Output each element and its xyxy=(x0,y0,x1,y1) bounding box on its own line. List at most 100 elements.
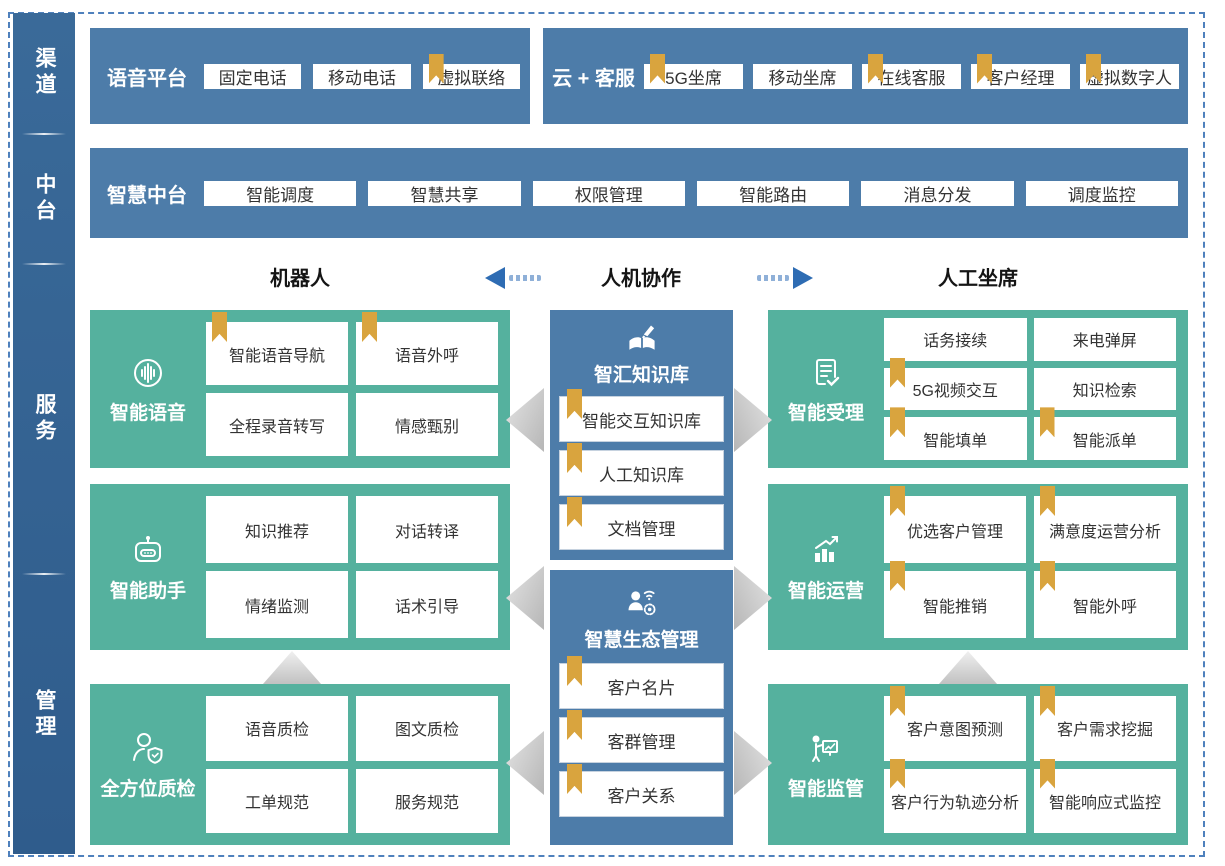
knowledge-base-block: 智汇知识库 智能交互知识库 人工知识库 文档管理 xyxy=(550,310,733,560)
feature-box: 虚拟联络 xyxy=(422,53,520,89)
feature-label: 智能语音导航 xyxy=(228,347,325,365)
block-header: 全方位质检 xyxy=(90,684,206,845)
quality-inspection-block: 全方位质检 语音质检 图文质检 工单规范 服务规范 xyxy=(90,684,510,845)
feature-box: 优选客户管理 xyxy=(884,486,1026,563)
feature-box: 调度监控 xyxy=(1025,180,1178,206)
feature-box: 智能响应式监控 xyxy=(1034,758,1176,833)
feature-box: 全程录音转写 xyxy=(206,393,348,456)
feature-box: 客群管理 xyxy=(559,710,724,763)
feature-box: 知识检索 xyxy=(1033,367,1176,411)
agent-column-title: 人工坐席 xyxy=(938,268,1018,290)
panel-title: 云 + 客服 xyxy=(552,67,635,90)
bookmark-icon xyxy=(1039,407,1055,438)
collaboration-title: 人机协作 xyxy=(601,268,681,290)
block-title: 智能监管 xyxy=(787,778,864,800)
bookmark-icon xyxy=(650,53,665,84)
block-title: 全方位质检 xyxy=(100,778,196,800)
voice-wave-icon xyxy=(134,359,162,387)
sidebar-label: 渠道 xyxy=(33,47,56,99)
block-items: 客户意图预测 客户需求挖掘 客户行为轨迹分析 智能响应式监控 xyxy=(884,686,1176,833)
feature-label: 语音外呼 xyxy=(394,347,459,365)
feature-box: 智慧共享 xyxy=(368,180,521,206)
bookmark-icon xyxy=(567,389,582,419)
sidebar-section-management: 管理 xyxy=(13,575,75,854)
bookmark-icon xyxy=(212,312,227,342)
panel-title: 语音平台 xyxy=(107,67,187,90)
sidebar-divider xyxy=(22,573,66,575)
feature-box: 语音外呼 xyxy=(356,312,498,385)
feature-box: 客户关系 xyxy=(559,764,724,817)
feature-box: 5G坐席 xyxy=(644,53,743,89)
panel-items: 固定电话 移动电话 虚拟联络 xyxy=(204,48,520,105)
feature-label: 客户经理 xyxy=(986,68,1055,88)
feature-label: 人工知识库 xyxy=(599,465,684,485)
arrowhead-left xyxy=(485,267,505,289)
feature-label: 智能路由 xyxy=(739,185,808,205)
feature-box: 智能外呼 xyxy=(1034,561,1176,638)
eco-management-block: 智慧生态管理 客户名片 客群管理 客户关系 xyxy=(550,570,733,845)
feature-label: 智能填单 xyxy=(923,432,988,450)
bookmark-icon xyxy=(890,407,905,438)
block-header: 智慧生态管理 xyxy=(559,570,724,663)
bookmark-icon xyxy=(567,443,582,473)
quality-inspector-icon xyxy=(133,732,163,764)
right-arrow-icon xyxy=(757,267,813,289)
feature-box: 工单规范 xyxy=(206,768,348,833)
sidebar-label: 服务 xyxy=(33,393,56,445)
block-title: 智能语音 xyxy=(109,403,186,424)
feature-label: 优选客户管理 xyxy=(906,523,1003,541)
sidebar-label: 中台 xyxy=(33,173,56,225)
feature-box: 在线客服 xyxy=(862,53,961,89)
block-items: 知识推荐 对话转译 情绪监测 话术引导 xyxy=(206,496,498,638)
robot-icon xyxy=(135,536,161,562)
feature-label: 调度监控 xyxy=(1067,185,1136,205)
bookmark-icon xyxy=(1040,686,1055,716)
feature-label: 5G视频交互 xyxy=(912,382,998,400)
block-header: 智能助手 xyxy=(90,484,206,650)
collaboration-header: 机器人 人机协作 人工坐席 xyxy=(90,258,1188,292)
block-title: 智汇知识库 xyxy=(593,365,689,386)
feature-label: 客户需求挖掘 xyxy=(1056,722,1153,740)
block-title: 智慧生态管理 xyxy=(584,630,699,651)
feature-box: 智能交互知识库 xyxy=(559,389,724,442)
feature-label: 固定电话 xyxy=(218,68,287,88)
feature-box: 权限管理 xyxy=(532,180,685,206)
feature-box: 客户需求挖掘 xyxy=(1034,686,1176,761)
bookmark-icon xyxy=(567,656,582,686)
feature-label: 客户意图预测 xyxy=(906,722,1003,740)
feature-box: 客户行为轨迹分析 xyxy=(884,758,1026,833)
bookmark-icon xyxy=(1040,561,1055,591)
feature-label: 智能推销 xyxy=(922,598,987,616)
feature-box: 客户经理 xyxy=(971,53,1070,89)
bookmark-icon xyxy=(890,561,905,591)
block-header: 智能语音 xyxy=(90,310,206,468)
sidebar-section-middle-platform: 中台 xyxy=(13,135,75,263)
block-items: 语音质检 图文质检 工单规范 服务规范 xyxy=(206,696,498,833)
block-header: 智能运营 xyxy=(768,484,884,650)
feature-label: 消息分发 xyxy=(903,185,972,205)
block-header: 智能监管 xyxy=(768,684,884,845)
sidebar-section-channel: 渠道 xyxy=(13,13,75,133)
block-items: 话务接续 来电弹屏 5G视频交互 知识检索 智能填单 智能派单 xyxy=(884,318,1176,460)
sidebar-section-service: 服务 xyxy=(13,265,75,573)
cloud-service-panel: 云 + 客服 5G坐席 移动坐席 在线客服 客户经理 虚拟数字人 xyxy=(543,28,1188,124)
feature-box: 消息分发 xyxy=(861,180,1014,206)
feature-box: 图文质检 xyxy=(356,696,498,761)
sidebar-divider xyxy=(22,133,66,135)
bookmark-icon xyxy=(890,486,905,516)
smart-supervision-block: 智能监管 客户意图预测 客户需求挖掘 客户行为轨迹分析 智能响应式监控 xyxy=(768,684,1188,845)
feature-box: 客户名片 xyxy=(559,656,724,709)
feature-label: 来电弹屏 xyxy=(1072,333,1137,351)
feature-label: 智慧共享 xyxy=(410,185,479,205)
feature-label: 工单规范 xyxy=(244,794,309,812)
feature-box: 满意度运营分析 xyxy=(1034,486,1176,563)
bookmark-icon xyxy=(1040,758,1055,789)
feature-label: 知识检索 xyxy=(1072,382,1137,400)
feature-box: 话术引导 xyxy=(356,571,498,638)
panel-items: 5G坐席 移动坐席 在线客服 客户经理 虚拟数字人 xyxy=(644,48,1179,105)
feature-label: 知识推荐 xyxy=(244,523,309,541)
feature-box: 智能调度 xyxy=(204,180,357,206)
feature-label: 情绪监测 xyxy=(244,598,309,616)
feature-label: 话务接续 xyxy=(923,333,988,351)
feature-box: 话务接续 xyxy=(884,318,1027,361)
